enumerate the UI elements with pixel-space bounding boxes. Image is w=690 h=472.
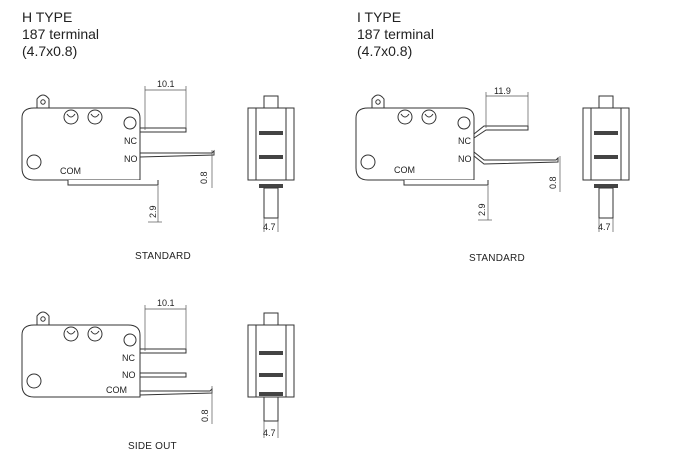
- mount-hole: [87, 109, 103, 125]
- terminal-section: [594, 131, 618, 135]
- nc-terminal: [139, 348, 187, 354]
- com-label: COM: [106, 385, 127, 395]
- com-label: COM: [60, 166, 81, 176]
- terminal-section: [259, 373, 283, 377]
- terminal-section: [594, 155, 618, 159]
- dim-offset-label: 2.9: [148, 205, 158, 218]
- no-label: NO: [122, 370, 136, 380]
- side-out-end-view: 4.7: [247, 312, 295, 438]
- actuator-post: [36, 311, 50, 325]
- no-terminal: [473, 150, 559, 165]
- actuator-post: [371, 94, 385, 108]
- h-standard-caption: STANDARD: [135, 251, 191, 262]
- mount-hole: [63, 326, 79, 342]
- terminal-section: [259, 131, 283, 135]
- i-standard-side-view: NC NO COM 11.9 0.8 2.9: [355, 86, 561, 221]
- i-standard-caption: STANDARD: [469, 253, 525, 264]
- end-body: [247, 324, 295, 398]
- dim-length-label: 10.1: [157, 298, 175, 308]
- terminal-section: [259, 392, 283, 396]
- mount-hole: [87, 326, 103, 342]
- terminal-section: [594, 184, 618, 188]
- h-type-heading: H TYPE 187 terminal (4.7x0.8): [22, 9, 99, 60]
- i-type-terminal: 187 terminal: [357, 26, 435, 42]
- com-label: COM: [394, 165, 415, 175]
- nc-terminal: [473, 125, 529, 139]
- mount-hole: [397, 109, 413, 125]
- terminal-section: [259, 184, 283, 188]
- h-type-size: (4.7x0.8): [22, 43, 78, 59]
- i-standard-end-view: 4.7: [582, 95, 630, 232]
- com-terminal-end: [598, 187, 614, 219]
- dim-length-label: 11.9: [494, 86, 511, 96]
- com-terminal-end: [263, 187, 279, 219]
- no-label: NO: [124, 154, 138, 164]
- terminal-section: [259, 351, 283, 355]
- no-label: NO: [458, 154, 472, 164]
- pivot-hole: [123, 333, 137, 347]
- actuator-post: [36, 94, 50, 108]
- dim-width-label: 4.7: [598, 222, 611, 232]
- dim-thickness-label: 0.8: [548, 176, 558, 189]
- h-standard-side-view: NC NO COM 10.1 0.8 2.9: [21, 79, 215, 223]
- h-standard-end-view: 4.7: [247, 95, 295, 232]
- nc-label: NC: [124, 136, 137, 146]
- no-terminal: [139, 149, 215, 158]
- dim-width-label: 4.7: [263, 222, 276, 232]
- terminal-section: [259, 155, 283, 159]
- mount-hole: [421, 109, 437, 125]
- h-type-terminal: 187 terminal: [22, 26, 100, 42]
- dim-thickness-label: 0.8: [200, 409, 210, 422]
- side-out-caption: SIDE OUT: [128, 441, 177, 452]
- i-type-size: (4.7x0.8): [357, 43, 413, 59]
- actuator-top: [263, 312, 279, 326]
- nc-terminal: [139, 127, 187, 133]
- i-type-title: I TYPE: [357, 9, 402, 25]
- h-type-title: H TYPE: [22, 9, 73, 25]
- mount-hole: [63, 109, 79, 125]
- dim-length-label: 10.1: [157, 79, 175, 89]
- dim-thickness-label: 0.8: [199, 171, 209, 184]
- com-terminal: [139, 387, 213, 396]
- switch-body: [355, 107, 475, 181]
- switch-body: [21, 107, 141, 181]
- mount-hole: [26, 373, 42, 389]
- switch-body: [21, 324, 141, 398]
- side-out-side-view: NC NO COM 10.1 0.8: [21, 298, 213, 424]
- dim-offset-label: 2.9: [477, 203, 487, 216]
- i-type-heading: I TYPE 187 terminal (4.7x0.8): [357, 9, 434, 60]
- dim-width-label: 4.7: [263, 428, 276, 438]
- pivot-hole: [457, 116, 471, 130]
- pivot-hole: [123, 116, 137, 130]
- mount-hole: [26, 154, 42, 170]
- com-terminal: [403, 180, 489, 186]
- mount-hole: [360, 154, 376, 170]
- terminal-end: [263, 396, 279, 422]
- nc-label: NC: [458, 136, 471, 146]
- nc-label: NC: [122, 353, 135, 363]
- com-terminal: [67, 180, 159, 186]
- no-terminal: [139, 372, 187, 378]
